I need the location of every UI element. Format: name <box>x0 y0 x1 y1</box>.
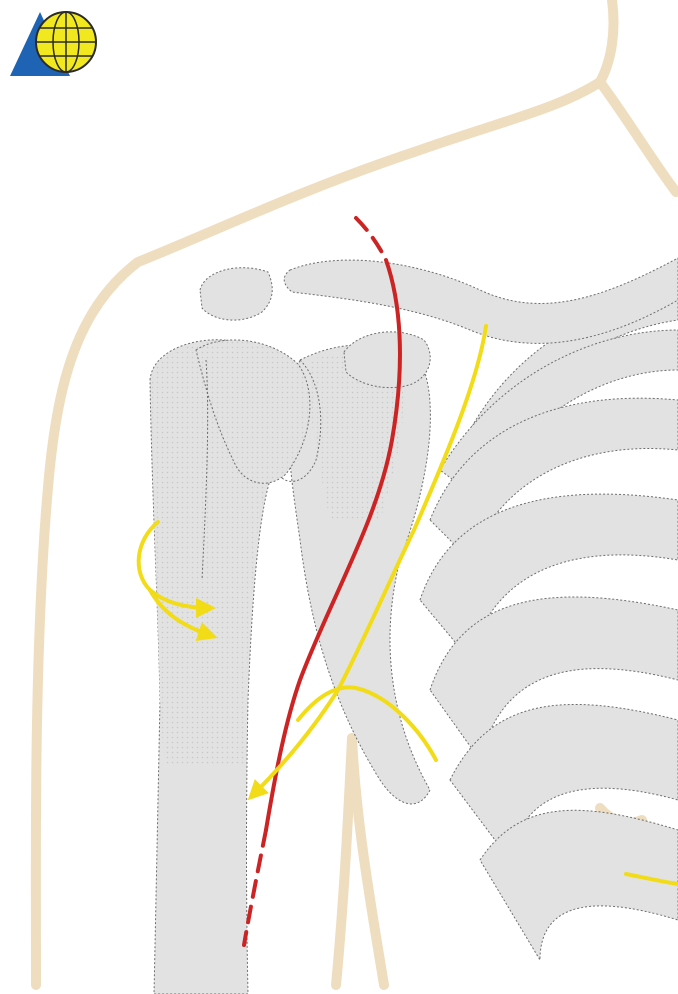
rib-cage <box>420 290 678 960</box>
neck-contour-right <box>600 82 676 192</box>
neck-contour-left <box>600 0 614 82</box>
acromion <box>200 268 272 320</box>
incision-extension-proximal <box>356 218 386 260</box>
rib-7 <box>480 810 678 960</box>
coracoid-process <box>344 332 430 388</box>
